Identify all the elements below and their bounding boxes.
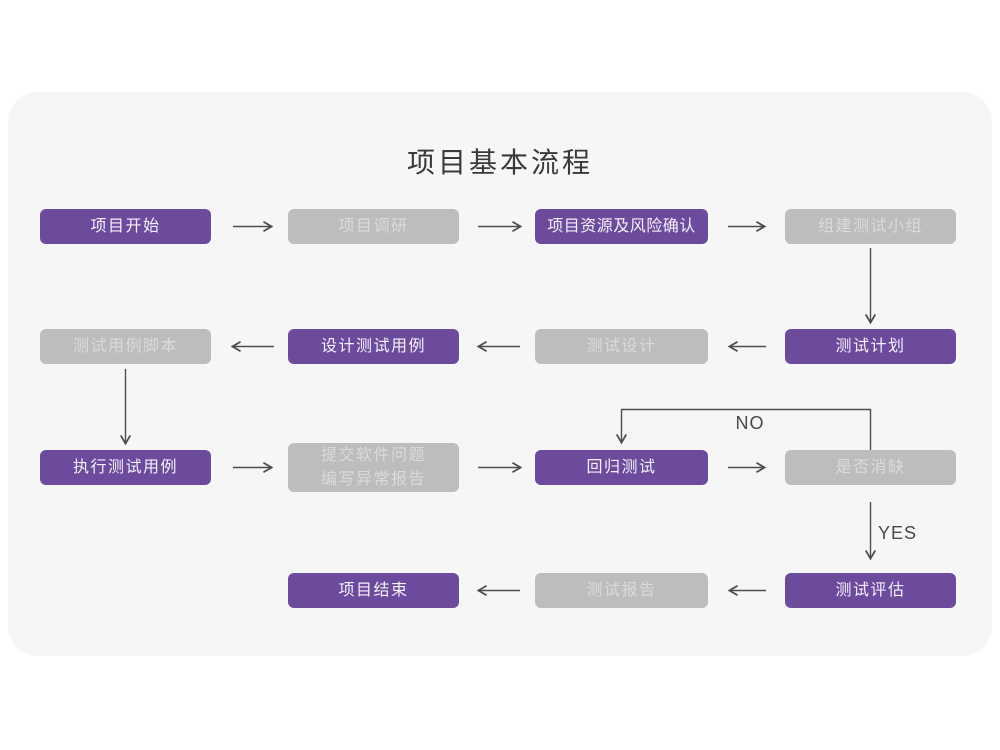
page-title: 项目基本流程 [406, 147, 593, 178]
node-project-start: 项目开始 [40, 209, 211, 244]
node-design-test-cases: 设计测试用例 [288, 329, 459, 364]
node-resources-risk: 项目资源及风险确认 [535, 209, 708, 244]
node-execute-test-cases: 执行测试用例 [40, 450, 211, 485]
node-test-evaluation: 测试评估 [785, 573, 956, 608]
node-test-case-script: 测试用例脚本 [40, 329, 211, 364]
node-project-research: 项目调研 [288, 209, 459, 244]
node-test-design: 测试设计 [535, 329, 708, 364]
node-project-end: 项目结束 [288, 573, 459, 608]
node-defect-cleared: 是否消缺 [785, 450, 956, 485]
edge-label-no: NO [735, 413, 765, 433]
flowchart-card [8, 92, 992, 656]
edge-label-yes: YES [878, 523, 918, 543]
node-build-test-team: 组建测试小组 [785, 209, 956, 244]
node-submit-issues: 提交软件问题 编写异常报告 [288, 443, 459, 492]
node-test-plan: 测试计划 [785, 329, 956, 364]
node-test-report: 测试报告 [535, 573, 708, 608]
node-regression-test: 回归测试 [535, 450, 708, 485]
